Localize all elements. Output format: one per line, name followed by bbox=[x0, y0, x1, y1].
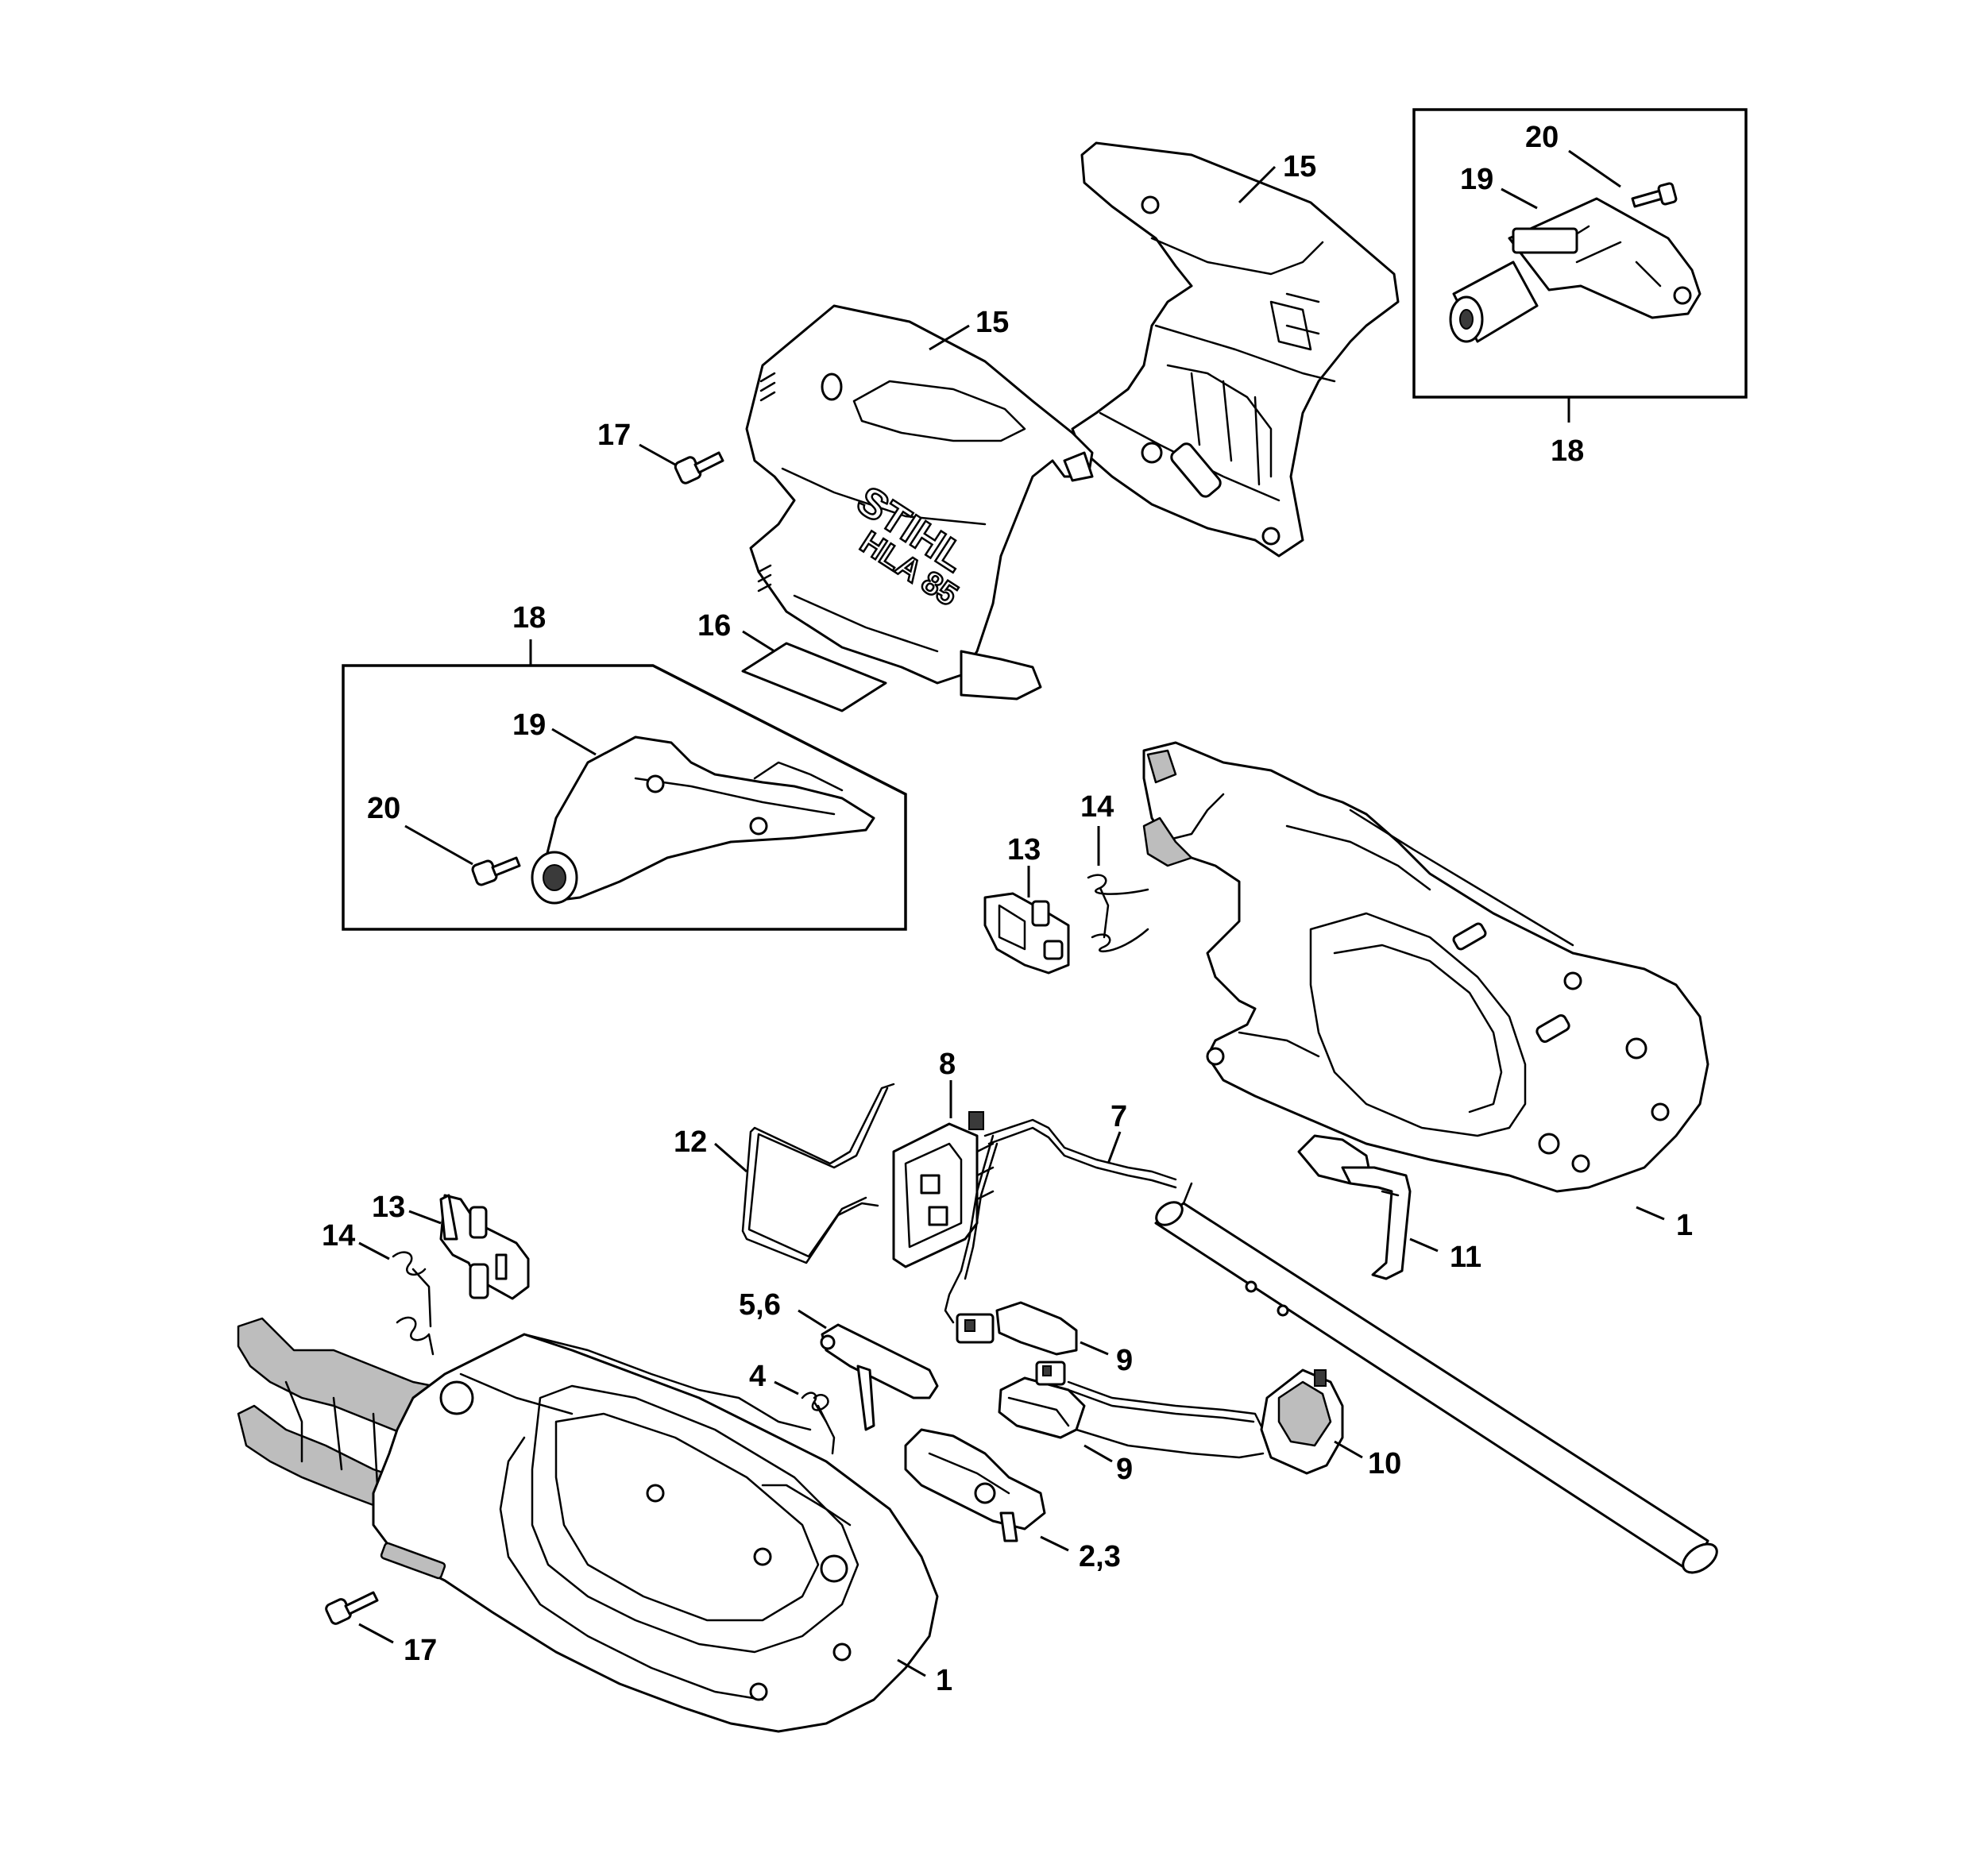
connector-part-9-bottom bbox=[998, 1361, 1265, 1459]
callout-part-13-left: 13 bbox=[372, 1191, 405, 1224]
callout-part-17-bottom: 17 bbox=[404, 1634, 437, 1667]
screw-part-20-left bbox=[471, 856, 521, 886]
callout-part-16: 16 bbox=[697, 609, 731, 643]
connector-part-9-top bbox=[956, 1301, 1078, 1356]
latch-part-13-right bbox=[983, 892, 1070, 975]
callout-part-20-right: 20 bbox=[1525, 121, 1559, 154]
trigger-part-2-3 bbox=[904, 1428, 1046, 1542]
handle-part-19-right bbox=[1449, 197, 1702, 343]
callout-part-2-3: 2,3 bbox=[1079, 1540, 1121, 1573]
handle-housing-part-1-right bbox=[1142, 741, 1709, 1193]
callout-part-17-top: 17 bbox=[597, 419, 631, 452]
latch-part-13-left bbox=[439, 1194, 530, 1300]
screw-part-17-bottom bbox=[325, 1591, 379, 1625]
callout-part-15-front: 15 bbox=[975, 306, 1009, 339]
callout-part-8: 8 bbox=[939, 1048, 956, 1081]
callout-part-13-right: 13 bbox=[1007, 833, 1041, 867]
callout-part-5-6: 5,6 bbox=[739, 1288, 781, 1322]
spring-part-14-left bbox=[392, 1251, 435, 1356]
cable-tube-part-7 bbox=[944, 1118, 1718, 1574]
callout-part-10: 10 bbox=[1368, 1447, 1401, 1480]
label-part-16 bbox=[741, 642, 887, 712]
handle-housing-part-1-left bbox=[237, 1317, 939, 1733]
callout-part-9-top: 9 bbox=[1116, 1344, 1133, 1377]
screw-part-17-top bbox=[674, 451, 724, 484]
spring-part-14-right bbox=[1087, 874, 1149, 953]
callout-part-12: 12 bbox=[674, 1125, 707, 1159]
callout-part-11: 11 bbox=[1450, 1241, 1481, 1274]
switch-part-10 bbox=[1260, 1368, 1344, 1475]
trigger-lever-part-5-6 bbox=[820, 1323, 939, 1431]
callout-part-18-right: 18 bbox=[1551, 434, 1584, 468]
callout-part-4: 4 bbox=[749, 1360, 766, 1393]
callout-part-19-right: 19 bbox=[1460, 163, 1493, 196]
housing-cover-part-15-front: STIHL HLA 85 bbox=[745, 304, 1094, 701]
handle-part-19-left bbox=[531, 735, 875, 905]
inset-box-part-18-right bbox=[1412, 108, 1748, 423]
callout-part-20-left: 20 bbox=[367, 792, 400, 825]
callout-part-19-left: 19 bbox=[512, 708, 546, 742]
screw-part-20-right bbox=[1631, 182, 1678, 208]
callout-part-1-right: 1 bbox=[1676, 1209, 1693, 1242]
callout-part-14-left: 14 bbox=[322, 1219, 355, 1253]
callout-part-14-right: 14 bbox=[1080, 790, 1114, 824]
callout-part-1-left: 1 bbox=[936, 1664, 952, 1697]
callout-part-9-bottom: 9 bbox=[1116, 1453, 1133, 1486]
callout-part-7: 7 bbox=[1111, 1100, 1127, 1133]
callout-part-18-left: 18 bbox=[512, 601, 546, 635]
housing-cover-part-15-back bbox=[1071, 141, 1400, 558]
inset-box-part-18-left bbox=[342, 639, 907, 931]
cable-clamp-part-11 bbox=[1297, 1134, 1412, 1280]
callout-part-15-back: 15 bbox=[1283, 150, 1316, 183]
spring-part-4 bbox=[801, 1392, 836, 1455]
wire-bracket-part-12 bbox=[741, 1083, 895, 1264]
